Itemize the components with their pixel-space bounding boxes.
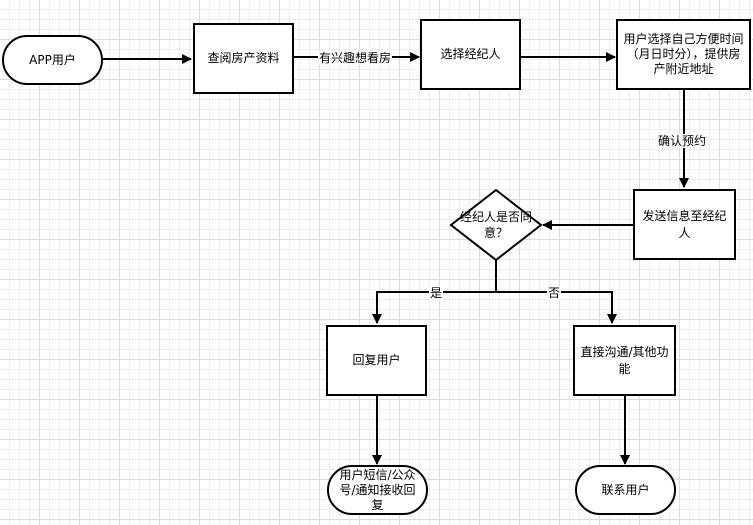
- edge-label-confirm-booking: 确认预约: [657, 134, 708, 148]
- decision-diamond-shape: [449, 188, 543, 262]
- edge-label-yes: 是: [429, 286, 444, 300]
- notify-user-end: 用户短信/公众号/通知接收回复: [327, 465, 428, 515]
- edge-label-interested: 有兴趣想看房: [318, 51, 393, 65]
- agent-agree-decision: 经纪人是否同意？: [460, 210, 533, 240]
- send-info-step: 发送信息至经纪人: [633, 189, 736, 260]
- direct-contact-step: 直接沟通/其他功能: [573, 325, 676, 396]
- edge-decision-yes: [372, 291, 496, 324]
- contact-user-end: 联系用户: [575, 465, 676, 515]
- view-listings-step: 查阅房产资料: [193, 23, 294, 94]
- edge-decision-no: [496, 291, 617, 324]
- select-agent-step: 选择经纪人: [420, 19, 521, 90]
- reply-user-step: 回复用户: [326, 325, 427, 396]
- choose-time-step: 用户选择自己方便时间（月日时分），提供房产附近地址: [616, 19, 751, 90]
- edge-label-no: 否: [547, 286, 562, 300]
- start-app-user: APP用户: [2, 35, 103, 85]
